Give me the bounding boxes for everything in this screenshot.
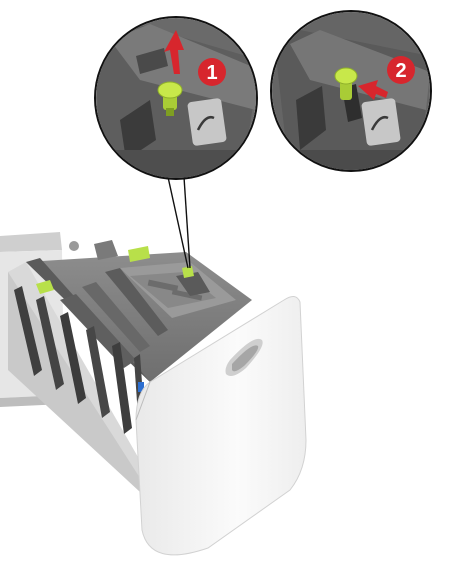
tray-front xyxy=(135,296,307,556)
arrow-up-icon xyxy=(164,30,184,74)
arrow-diagonal-icon xyxy=(358,80,388,100)
step-badge-2: 2 xyxy=(387,56,415,84)
callout-step-1: 1 xyxy=(94,16,258,180)
step-badge-1: 1 xyxy=(198,58,226,86)
step-label-2: 2 xyxy=(395,60,406,82)
indicator-blue xyxy=(138,382,144,392)
width-guide-latch-rear xyxy=(128,246,150,262)
step-label-1: 1 xyxy=(206,62,217,84)
tray-interior xyxy=(14,240,252,446)
leader-lines xyxy=(167,176,191,269)
width-guide-latch-front xyxy=(36,280,54,294)
length-guide-latch xyxy=(182,266,194,278)
lever-2 xyxy=(334,67,358,100)
callout-step-2: 2 xyxy=(270,10,432,172)
lever-1 xyxy=(157,81,183,116)
